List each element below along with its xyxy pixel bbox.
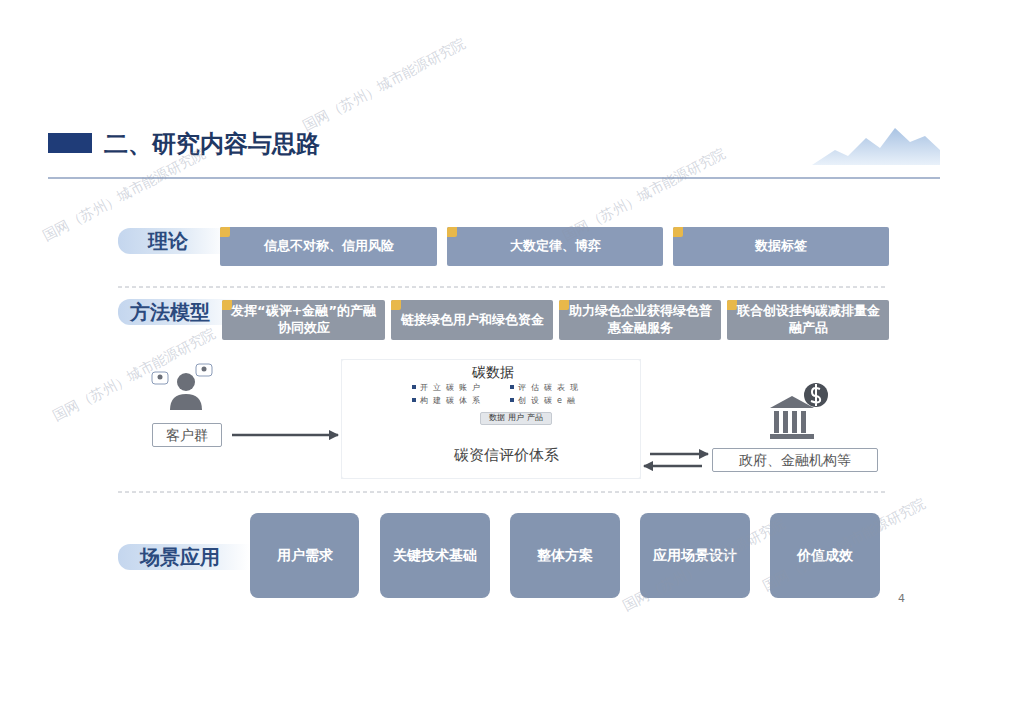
corner-tab	[447, 227, 457, 237]
node-label: 场景应用	[140, 544, 220, 570]
node-label: 信息不对称、信用风险	[264, 238, 394, 255]
bullet	[412, 385, 416, 389]
label-box: 政府、金融机构等	[712, 448, 878, 472]
scene-box: 整体方案	[510, 513, 620, 598]
scene-box: 关键技术基础	[380, 513, 490, 598]
dashed-divider	[118, 492, 888, 493]
method-box: 助力绿色企业获得绿色普惠金融服务	[559, 300, 721, 340]
page-number: 4	[898, 592, 905, 605]
node-label: 数据 用户 产品	[489, 413, 542, 423]
slide-title: 二、研究内容与思路	[104, 128, 320, 160]
panel-shadow	[342, 360, 640, 478]
method-box: 联合创设挂钩碳减排量金融产品	[727, 300, 889, 340]
node-label: 方法模型	[130, 299, 210, 325]
node-label: 发挥“碳评+金融”的产融协同效应	[230, 303, 377, 337]
bullet	[412, 398, 416, 402]
method-box: 链接绿色用户和绿色资金	[391, 300, 553, 340]
node-label: 关键技术基础	[393, 546, 477, 564]
panel-heading: 碳数据	[472, 364, 514, 382]
corner-tab	[220, 227, 230, 237]
flow-arrow	[650, 453, 708, 456]
panel-item: 评估碳表现	[518, 382, 583, 393]
title-rule	[48, 177, 940, 179]
node-label: 整体方案	[537, 546, 593, 564]
label-box: 客户群	[152, 423, 222, 447]
node-label: 客户群	[166, 426, 208, 444]
bank-icon	[770, 383, 828, 439]
node-label: 政府、金融机构等	[739, 451, 851, 469]
theory-box: 数据标签	[673, 227, 889, 266]
theory-box: 信息不对称、信用风险	[220, 227, 437, 266]
panel-item: 开立碳账户	[420, 382, 485, 393]
mountain-illustration	[812, 128, 940, 165]
center-panel: 碳数据开立碳账户 评估碳表现构建碳体系 创设碳e融碳资信评价体系 数据 用户 产品	[342, 360, 640, 478]
panel-footer: 碳资信评价体系	[454, 446, 559, 465]
node-label: 大数定律、博弈	[510, 238, 601, 255]
corner-tab	[222, 300, 232, 310]
node-label: 数据标签	[755, 238, 807, 255]
dashed-divider	[118, 287, 888, 288]
tag-box: 数据 用户 产品	[480, 412, 552, 425]
section-band: 场景应用	[118, 544, 250, 570]
panel-item: 创设碳e融	[518, 395, 580, 406]
corner-tab	[391, 300, 401, 310]
corner-tab	[727, 300, 737, 310]
corner-tab	[673, 227, 683, 237]
node-label: 用户需求	[277, 546, 333, 564]
method-box: 发挥“碳评+金融”的产融协同效应	[222, 300, 385, 340]
theory-box: 大数定律、博弈	[447, 227, 663, 266]
node-label: 理论	[148, 228, 188, 254]
watermark: 国网（苏州）城市能源研究院	[50, 325, 219, 426]
node-label: 助力绿色企业获得绿色普惠金融服务	[567, 303, 713, 337]
bullet	[510, 385, 514, 389]
flow-arrow	[644, 465, 702, 468]
node-label: 链接绿色用户和绿色资金	[401, 312, 544, 329]
bullet	[510, 398, 514, 402]
flow-arrow	[232, 434, 338, 437]
corner-tab	[559, 300, 569, 310]
panel-item: 构建碳体系	[420, 395, 485, 406]
section-band: 理论	[118, 228, 228, 254]
title-marker	[48, 133, 92, 153]
scene-box: 用户需求	[250, 513, 359, 598]
watermark: 国网（苏州）城市能源研究院	[300, 35, 469, 136]
node-label: 联合创设挂钩碳减排量金融产品	[735, 303, 881, 337]
